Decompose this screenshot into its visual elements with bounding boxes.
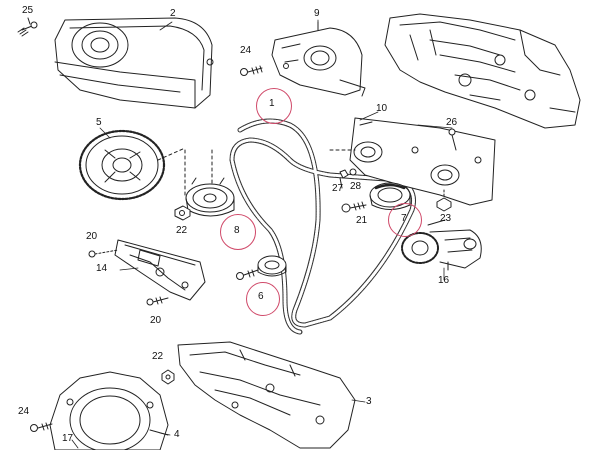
label-part-6: 6 — [258, 291, 264, 302]
highlight-ring-1 — [256, 88, 292, 124]
label-part-1: 1 — [269, 98, 275, 109]
bolt-part-24-bottom — [30, 422, 53, 432]
label-part-5: 5 — [96, 117, 102, 128]
label-part-8: 8 — [234, 225, 240, 236]
bolt-part-20-bottom — [146, 296, 169, 306]
label-part-21: 21 — [356, 215, 368, 226]
label-part-28: 28 — [350, 181, 362, 192]
label-part-20-top: 20 — [86, 231, 98, 242]
label-part-24-bottom: 24 — [18, 406, 30, 417]
engine-block — [384, 13, 581, 129]
label-part-7: 7 — [401, 213, 407, 224]
water-pump-part-16 — [401, 219, 482, 271]
label-part-25: 25 — [22, 5, 34, 16]
label-part-17: 17 — [62, 433, 74, 444]
lower-cover-part-3 — [177, 341, 356, 449]
label-part-23: 23 — [440, 213, 452, 224]
engine-bracket-part-14 — [114, 239, 206, 301]
bolt-part-20-top — [88, 249, 119, 258]
label-part-20-bottom: 20 — [150, 315, 162, 326]
small-parts-27-28 — [339, 168, 357, 189]
camshaft-sprocket-part-5 — [78, 129, 186, 201]
label-part-4: 4 — [174, 429, 180, 440]
label-part-16: 16 — [438, 275, 450, 286]
highlight-ring-7 — [388, 203, 422, 237]
label-part-26: 26 — [446, 117, 458, 128]
nut-part-22-bottom — [161, 369, 175, 385]
rear-plate-part-4 — [49, 371, 169, 450]
bracket-part-10 — [329, 117, 496, 206]
label-part-22-mid: 22 — [176, 225, 188, 236]
highlight-ring-8 — [220, 214, 256, 250]
bolt-part-25 — [17, 17, 38, 37]
bolt-part-24-top — [240, 65, 263, 76]
label-part-27: 27 — [332, 183, 344, 194]
highlight-ring-6 — [246, 282, 280, 316]
bolt-part-24-mid — [236, 269, 259, 280]
tensioner-part-8 — [184, 149, 235, 217]
label-part-22-bottom: 22 — [152, 351, 164, 362]
leader-lines — [71, 19, 453, 449]
label-part-2: 2 — [170, 8, 176, 19]
label-part-24-top: 24 — [240, 45, 252, 56]
upper-belt-cover-part-2 — [54, 17, 214, 109]
label-part-9: 9 — [314, 8, 320, 19]
label-part-14: 14 — [96, 263, 108, 274]
bolt-part-23 — [436, 189, 452, 212]
idler-part-6 — [257, 255, 287, 277]
nut-part-22-mid — [174, 205, 191, 221]
bolt-part-26 — [448, 128, 457, 151]
label-part-3: 3 — [366, 396, 372, 407]
rear-cover-part-9 — [271, 21, 366, 97]
label-part-10: 10 — [376, 103, 388, 114]
bolt-part-21 — [341, 201, 367, 213]
